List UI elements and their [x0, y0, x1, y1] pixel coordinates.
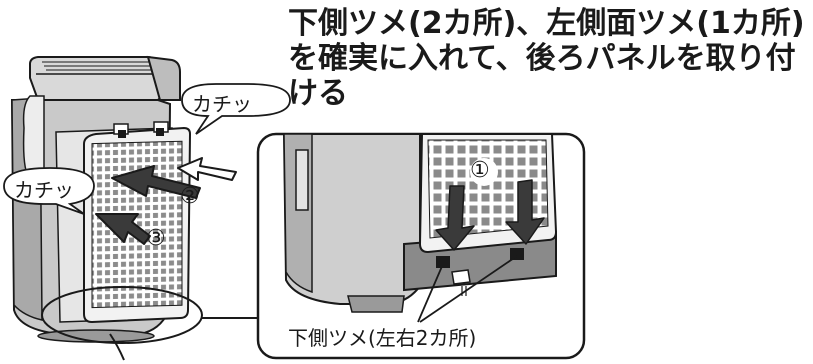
- down-arrow-right: [505, 179, 545, 245]
- cord: [109, 333, 125, 361]
- instruction-line-1: 下側ツメ(2カ所)、左側面ツメ(1カ所): [288, 6, 805, 41]
- speech-bubble-top: [181, 83, 291, 135]
- click-sound-label-top: カチッ: [192, 92, 252, 116]
- down-arrow-left: [435, 185, 475, 251]
- instruction-line-2: を確実に入れて、後ろパネルを取り付: [288, 41, 796, 76]
- detail-view: [256, 132, 586, 360]
- claw-highlight-ellipse: [41, 286, 203, 344]
- click-sound-label-left: カチッ: [14, 178, 74, 202]
- instruction-line-3: ける: [288, 76, 348, 111]
- detail-caption: 下側ツメ(左右2カ所): [288, 326, 477, 350]
- step-number-1: ①: [470, 158, 490, 183]
- step-number-3: ③: [146, 226, 166, 251]
- instruction-text: 下側ツメ(2カ所)、左側面ツメ(1カ所) を確実に入れて、後ろパネルを取り付 け…: [288, 6, 810, 111]
- speech-bubble-left: [3, 167, 95, 215]
- back-panel: [83, 121, 192, 324]
- step-number-2: ②: [180, 184, 200, 209]
- push-arrows: [95, 157, 237, 245]
